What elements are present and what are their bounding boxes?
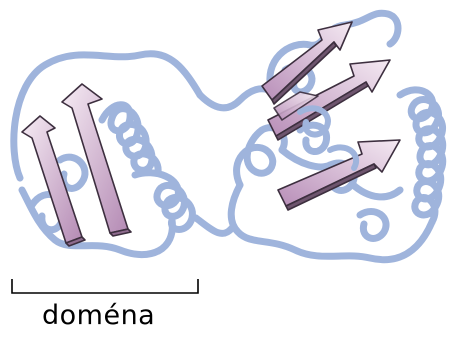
right-lower-loops [231,185,432,260]
right-lower-small [360,211,386,238]
left-lower-helix [135,173,192,230]
left-helix-coils [102,105,158,172]
beta-strand-left-1 [22,116,82,243]
right-domain-backbone [231,13,443,260]
domain-bracket [12,279,198,293]
domain-label: doména [42,300,155,331]
right-helix-coils [400,90,443,222]
